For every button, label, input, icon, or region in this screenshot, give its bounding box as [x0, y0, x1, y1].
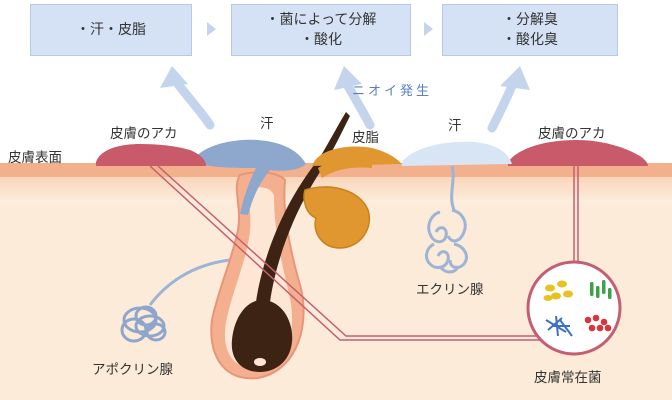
sebaceous-gland: [303, 186, 371, 249]
rising-arrow-center-head: [334, 66, 362, 90]
bacteria-pointer-lines: [149, 165, 579, 341]
sweat-left-label: 汗: [260, 116, 274, 132]
rising-arrow-right-head: [500, 66, 530, 90]
rising-arrow-left-head: [160, 66, 188, 88]
bacteria-magnifier: [526, 260, 622, 356]
bacteria-green: [590, 280, 612, 299]
apocrine-gland-label: アポクリン腺: [92, 362, 173, 378]
bacteria-yellow: [543, 280, 573, 301]
resident-bacteria-label: 皮膚常在菌: [534, 370, 602, 386]
eccrine-coil: [425, 208, 468, 274]
skin-flake-left: [96, 144, 206, 166]
chevron-right-icon: [207, 22, 216, 36]
process-box-odor-line1: ・分解臭: [502, 12, 558, 28]
odor-generation-label: ニオイ発生: [352, 84, 433, 99]
process-box-decomposition-line2: ・酸化: [300, 32, 342, 48]
process-box-decomposition-line1: ・菌によって分解: [265, 12, 377, 28]
skin-surface-label: 皮膚表面: [8, 150, 62, 166]
sebum-surface: [312, 146, 402, 166]
process-box-odor-line2: ・酸化臭: [502, 32, 558, 48]
sweat-right-label: 汗: [448, 118, 462, 134]
rising-arrow-center: [343, 81, 375, 130]
process-box-decomposition: ・菌によって分解 ・酸化: [231, 4, 411, 56]
rising-arrow-left: [173, 79, 215, 130]
apocrine-coil: [120, 305, 167, 343]
skin-flake-right-label: 皮膚のアカ: [538, 126, 606, 142]
skin-flake-right: [508, 140, 648, 166]
eccrine-gland-label: エクリン腺: [416, 282, 484, 298]
sweat-pool-left: [192, 139, 306, 215]
process-box-sweat-sebum-text: ・汗・皮脂: [76, 22, 146, 38]
process-box-sweat-sebum: ・汗・皮脂: [30, 4, 192, 56]
bacteria-red: [584, 314, 612, 332]
hair-bulb: [231, 300, 293, 372]
process-box-odor: ・分解臭 ・酸化臭: [442, 4, 618, 56]
eccrine-duct: [450, 165, 456, 211]
rising-arrow-right: [487, 81, 517, 133]
sweat-pool-right: [402, 141, 512, 166]
sebum-label: 皮脂: [352, 130, 379, 146]
chevron-right-icon: [424, 22, 433, 36]
skin-flake-left-label: 皮膚のアカ: [110, 126, 178, 142]
bacteria-blue: [545, 315, 573, 337]
